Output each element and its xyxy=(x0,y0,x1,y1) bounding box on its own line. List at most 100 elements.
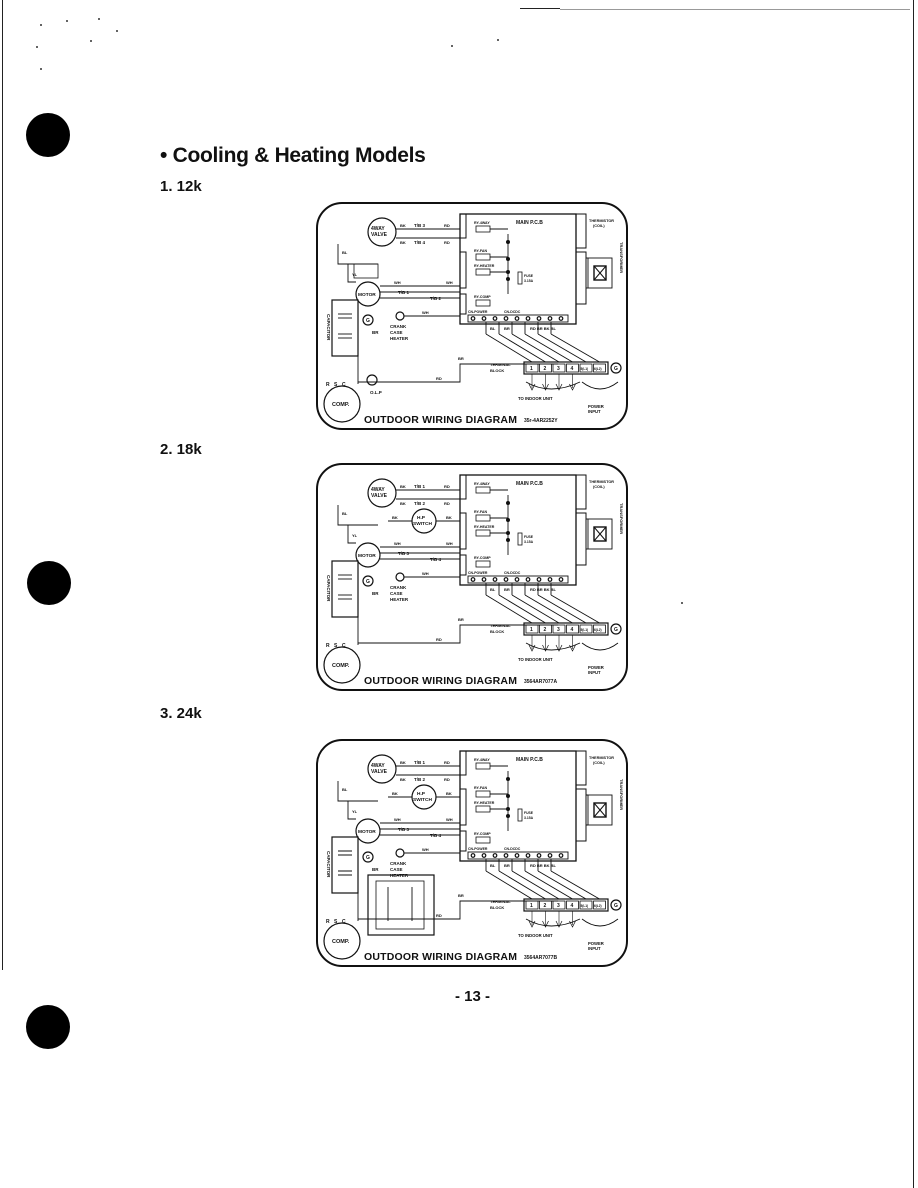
compressor xyxy=(323,385,361,423)
terminal-number: 6(L2) xyxy=(594,904,602,908)
wire xyxy=(498,333,546,363)
wire xyxy=(358,624,558,644)
terminal-number: 2 xyxy=(544,903,547,909)
wire-label: BL xyxy=(342,250,348,255)
relay-label: RY-COMP xyxy=(474,556,491,560)
pin xyxy=(492,316,498,321)
cn-trans-connector xyxy=(575,251,587,305)
arrow xyxy=(542,920,549,928)
terminal-label: TERMINAL xyxy=(490,362,511,367)
relay-label: RY-4WAY xyxy=(474,221,490,225)
power-input-label: POWER xyxy=(588,665,604,670)
wire xyxy=(498,594,546,624)
terminal-r: R xyxy=(326,643,330,649)
terminal xyxy=(566,900,579,910)
terminal-number: 5(L1) xyxy=(581,367,589,371)
to-indoor-label: TO INDOOR UNIT xyxy=(518,933,553,938)
drawing-code: 3564AR7077A xyxy=(524,679,558,685)
pin xyxy=(492,577,498,582)
wire-label: BL xyxy=(490,326,496,331)
olp-label: O.L.P xyxy=(370,390,382,395)
fuse-rating: 3.15A xyxy=(524,540,534,544)
wire-label: BK xyxy=(400,240,406,245)
terminal-label: TERMINAL xyxy=(490,899,511,904)
hp-switch-label: H.P xyxy=(417,791,426,797)
terminal-block xyxy=(523,898,609,912)
power-input-label-2: INPUT xyxy=(588,946,601,951)
fuse-symbol xyxy=(517,532,523,546)
scan-speck xyxy=(66,20,68,22)
wire xyxy=(485,333,533,363)
pcb-connector xyxy=(459,474,467,500)
capacitor-box xyxy=(331,299,359,357)
ground-label: G xyxy=(366,318,370,324)
page-number: - 13 - xyxy=(455,988,491,1005)
terminal-label-2: BLOCK xyxy=(490,368,504,373)
wire xyxy=(358,900,558,920)
power-brace xyxy=(581,918,619,927)
wire xyxy=(347,525,356,544)
wire-label: WH xyxy=(422,310,429,315)
wire xyxy=(511,333,560,363)
olp-symbol xyxy=(366,374,378,386)
wire-label: BK xyxy=(446,515,452,520)
scan-speck xyxy=(40,68,42,70)
wire-label: BL xyxy=(342,511,348,516)
pin xyxy=(525,316,531,321)
wire-label: WH xyxy=(446,817,453,822)
valve-label-2: VALVE xyxy=(371,769,388,775)
four-way-valve xyxy=(367,478,397,508)
tb-label: T/B 4 xyxy=(430,833,441,838)
ground-symbol xyxy=(362,851,374,863)
relay-box xyxy=(475,836,491,844)
capacitor-label: CAPACITOR xyxy=(326,314,331,341)
relay-box xyxy=(475,253,491,261)
power-input-label-2: INPUT xyxy=(588,409,601,414)
wire-label: WH xyxy=(394,541,401,546)
section-title: • Cooling & Heating Models xyxy=(160,144,426,167)
wire-label: WH xyxy=(446,541,453,546)
relay-label: RY-4WAY xyxy=(474,482,490,486)
pcb-connector xyxy=(459,251,467,289)
pin xyxy=(503,577,509,582)
pin xyxy=(547,853,553,858)
wire-label: BR xyxy=(458,617,464,622)
relay-box xyxy=(475,805,491,813)
relay-label: RY-FAN xyxy=(474,786,487,790)
pin xyxy=(525,577,531,582)
terminal-c: C xyxy=(342,382,346,388)
terminal xyxy=(593,363,606,373)
terminal-block xyxy=(523,622,609,636)
heater-label-3: HEATER xyxy=(390,336,409,341)
terminal-block xyxy=(523,361,609,375)
motor-label: MOTOR xyxy=(358,292,376,298)
wire-label: RD xyxy=(436,376,442,381)
wire-label: RD xyxy=(444,484,450,489)
transformer-label: TRANSFORMER xyxy=(619,503,624,534)
wire-label: RD xyxy=(444,223,450,228)
cn-dcdc-label: CN-DCDC xyxy=(504,847,521,851)
wire-label: BK xyxy=(392,515,398,520)
wire-label: BK xyxy=(446,791,452,796)
wire xyxy=(511,594,560,624)
valve-label-2: VALVE xyxy=(371,493,388,499)
relay-label: RY-COMP xyxy=(474,295,491,299)
transformer-label: TRANSFORMER xyxy=(619,242,624,273)
ground-symbol xyxy=(362,575,374,587)
diagram-caption: OUTDOOR WIRING DIAGRAM xyxy=(364,414,518,426)
relay-box xyxy=(475,790,491,798)
pin xyxy=(481,577,487,582)
tb-label: T/B 4 xyxy=(430,557,441,562)
terminal xyxy=(593,624,606,634)
relay-box xyxy=(475,514,491,522)
wire xyxy=(337,781,378,802)
scan-edge-top-right xyxy=(560,9,910,10)
tb-label: T/B 4 xyxy=(414,240,425,245)
valve-label-2: VALVE xyxy=(371,232,388,238)
wire-label: YL xyxy=(352,533,358,538)
cn-power-label: CN-POWER xyxy=(468,571,488,575)
relay-box xyxy=(475,529,491,537)
heater-label-2: CASE xyxy=(390,591,403,596)
wire-label: BR xyxy=(458,893,464,898)
terminal-number: 4 xyxy=(571,627,574,633)
